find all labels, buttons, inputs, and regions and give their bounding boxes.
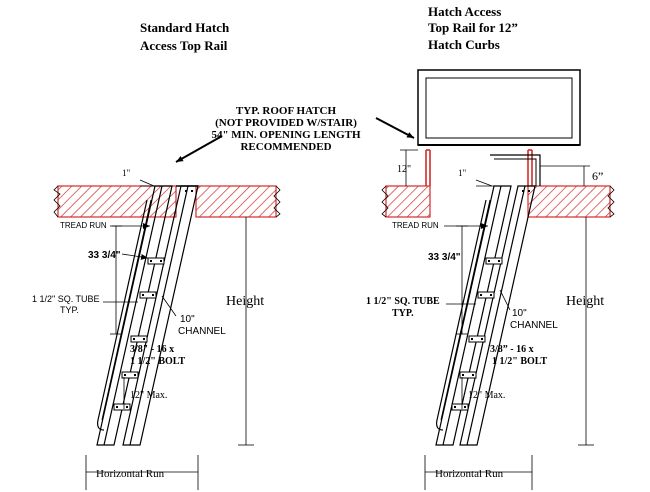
right-title-line1: Hatch Access <box>428 4 501 19</box>
right-hatch-arrow <box>375 117 415 139</box>
roof-hatch-note-line2: (NOT PROVIDED W/STAIR) <box>215 117 357 129</box>
right-handrail <box>436 199 487 431</box>
left-bolts <box>116 190 193 408</box>
left-dim-spacing: 12" Max. <box>130 390 167 401</box>
right-bolt-line1: 3/8” - 16 x <box>490 344 534 355</box>
left-detail: Standard Hatch Access Top Rail <box>32 20 281 490</box>
left-tread-run: TREAD RUN <box>60 221 107 230</box>
right-treads <box>451 257 503 411</box>
roof-hatch-note-line4: RECOMMENDED <box>240 141 331 153</box>
right-tread-run: TREAD RUN <box>392 221 439 230</box>
left-treads <box>113 257 165 411</box>
left-bolt-line1: 3/8" - 16 x <box>130 344 174 355</box>
roof-hatch-note-line3: 54" MIN. OPENING LENGTH <box>211 129 361 141</box>
right-detail: Hatch Access Top Rail for 12” Hatch Curb… <box>366 4 615 490</box>
roof-hatch-note: TYP. ROOF HATCH (NOT PROVIDED W/STAIR) 5… <box>175 105 415 163</box>
right-dim-top: 1" <box>458 168 467 178</box>
left-bolt-line2: 1 1/2" BOLT <box>130 356 186 367</box>
right-bolts <box>454 190 530 408</box>
left-dim-tread: 33 3/4" <box>88 250 121 261</box>
left-channel-line2: CHANNEL <box>178 326 226 337</box>
right-tube-line1: 1 1/2" SQ. TUBE <box>366 296 440 307</box>
right-roof-slab-right <box>527 185 611 218</box>
right-channel-line2: CHANNEL <box>510 320 558 331</box>
left-dim-top: 1" <box>122 168 131 178</box>
right-horizontal-run: Horizontal Run <box>435 468 504 480</box>
right-dim-tread: 33 3/4" <box>428 252 461 263</box>
right-dim-spacing: 12" Max. <box>468 390 505 401</box>
left-title-line2: Access Top Rail <box>140 38 228 53</box>
right-hatch-curb <box>425 149 533 186</box>
right-tube-line2: TYP. <box>392 308 414 319</box>
right-height: Height <box>566 294 604 309</box>
left-horizontal-run: Horizontal Run <box>96 468 165 480</box>
right-ladder-rails <box>435 185 536 446</box>
right-channel-line1: 10" <box>512 308 527 319</box>
left-roof-slab-right <box>195 185 277 218</box>
left-height: Height <box>226 294 264 309</box>
left-channel-line1: 10" <box>180 314 195 325</box>
right-roof-slab-left <box>385 185 431 218</box>
left-handrail <box>97 199 148 431</box>
left-hatch-arrow <box>175 135 223 163</box>
right-hatch-cover <box>417 69 581 146</box>
right-title-line3: Hatch Curbs <box>428 37 500 52</box>
left-ladder-rails <box>96 185 199 446</box>
right-bolt-line2: 1 1/2" BOLT <box>492 356 548 367</box>
left-tube-line2: TYP. <box>60 305 79 315</box>
right-dim-curb: 12" <box>397 164 411 175</box>
roof-hatch-note-line1: TYP. ROOF HATCH <box>236 105 337 117</box>
left-roof-slab <box>57 185 177 218</box>
right-dim-six: 6” <box>592 169 603 183</box>
right-hatch-cover-inner <box>425 77 573 139</box>
left-title-line1: Standard Hatch <box>140 20 230 35</box>
right-title-line2: Top Rail for 12” <box>428 20 518 35</box>
left-tube-line1: 1 1/2" SQ. TUBE <box>32 294 100 304</box>
